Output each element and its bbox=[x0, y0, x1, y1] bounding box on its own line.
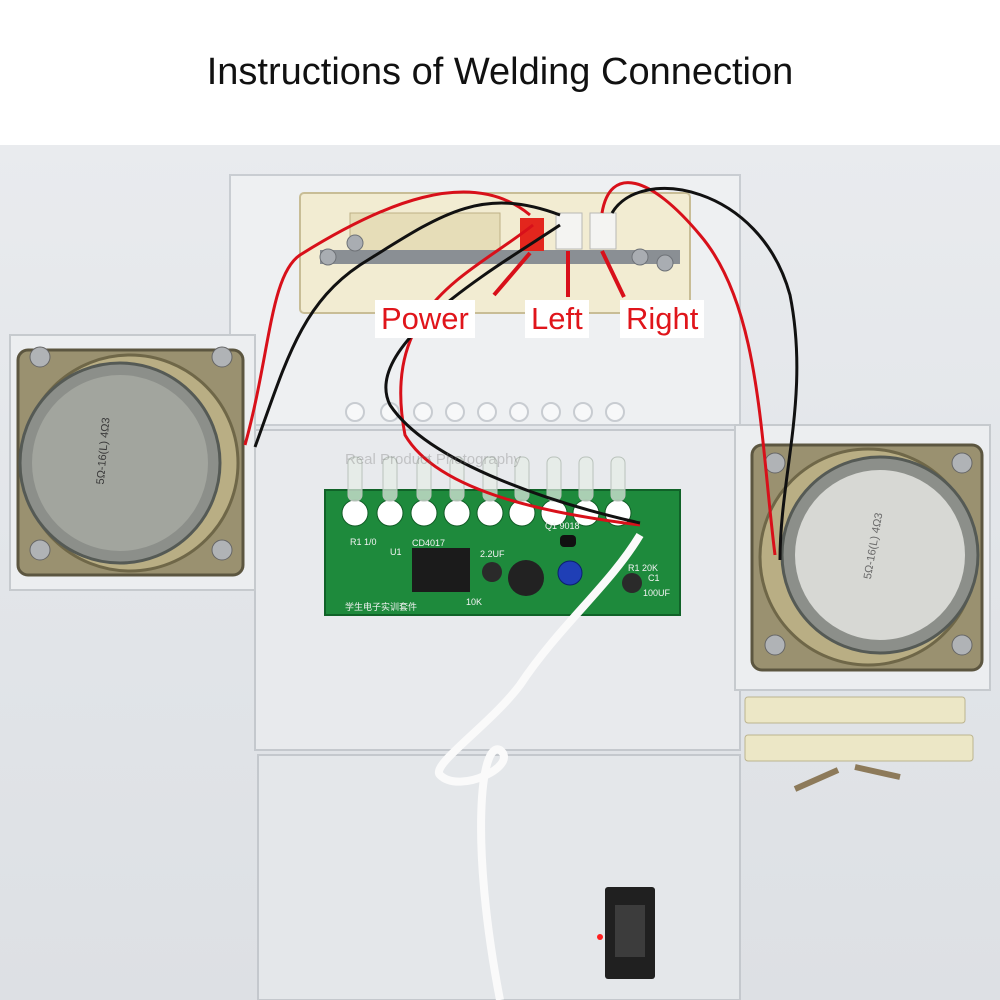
jack-pcb-strip bbox=[320, 250, 680, 264]
wire-black-right bbox=[610, 186, 799, 561]
pcb-u1-label: U1 bbox=[390, 547, 402, 557]
left-connector bbox=[555, 212, 583, 250]
right-connector bbox=[589, 212, 617, 250]
power-connector bbox=[520, 218, 544, 251]
product-photo: Real Product Photography R1 1/0 U1 CD401… bbox=[0, 145, 1000, 1000]
acrylic-bottom-panel bbox=[257, 754, 741, 1000]
right-pointer bbox=[600, 250, 626, 298]
pcb-chip-label: CD4017 bbox=[412, 538, 446, 548]
power-pointer bbox=[492, 251, 532, 297]
standoff-2 bbox=[744, 734, 974, 762]
wire-black-left bbox=[253, 201, 561, 448]
right-label: Right bbox=[620, 300, 705, 338]
pcb-cap-label: 2.2UF bbox=[480, 549, 505, 559]
watermark: Real Product Photography bbox=[345, 451, 521, 468]
cap-2uf bbox=[482, 562, 502, 582]
wire-black-power bbox=[384, 223, 641, 525]
potentiometer bbox=[557, 560, 583, 586]
left-label: Left bbox=[525, 300, 589, 338]
microphone bbox=[508, 560, 544, 596]
pcb-100uf-label: 100UF bbox=[643, 588, 671, 598]
standoff-1 bbox=[744, 696, 966, 724]
photo-illustration bbox=[9, 174, 991, 1000]
ic-chip bbox=[412, 548, 470, 592]
wire-red-right bbox=[600, 181, 777, 556]
led-pads bbox=[341, 499, 632, 527]
pcb-transistor-label: Q1 9018 bbox=[545, 521, 580, 531]
left-speaker bbox=[16, 346, 245, 577]
pcb-r1-label: R1 1/0 bbox=[350, 537, 377, 547]
white-usb-cable bbox=[434, 532, 644, 1000]
electrolytic-cap bbox=[622, 573, 642, 593]
page-title: Instructions of Welding Connection bbox=[0, 0, 1000, 145]
transistor bbox=[560, 535, 576, 547]
pcb-20k-label: R1 20K bbox=[628, 563, 659, 573]
wire-red-power bbox=[399, 223, 641, 527]
pcb-chinese-label: 学生电子实训套件 bbox=[345, 602, 418, 612]
jack-housing bbox=[349, 212, 501, 254]
screw-1 bbox=[793, 767, 840, 792]
wire-red-left bbox=[243, 190, 531, 446]
panel-holes bbox=[345, 402, 625, 422]
screw-2 bbox=[854, 764, 901, 780]
led-pcb bbox=[324, 456, 681, 616]
power-label: Power bbox=[375, 300, 475, 338]
leds bbox=[347, 456, 626, 502]
pcb-10k-label: 10K bbox=[466, 597, 483, 607]
pcb-c1-label: C1 bbox=[648, 573, 660, 583]
right-speaker bbox=[750, 443, 984, 672]
